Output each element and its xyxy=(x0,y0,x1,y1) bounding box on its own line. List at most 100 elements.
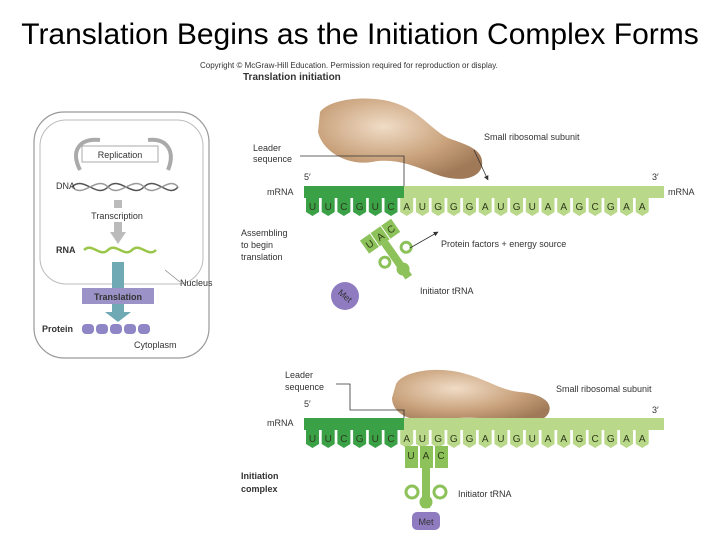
translation-label: Translation xyxy=(94,292,142,302)
initiation-complex-label-1: Initiation xyxy=(241,471,279,481)
rna-strand xyxy=(83,246,157,254)
bottom-base-22 xyxy=(635,430,649,448)
mrna-coding-backbone-top xyxy=(404,186,664,198)
transcription-arrow-head xyxy=(110,232,126,244)
top-base-11 xyxy=(463,198,476,216)
translation-arrow-head xyxy=(105,312,131,322)
bottom-base-letter-5: U xyxy=(372,434,379,445)
replication-arrow-right xyxy=(147,137,173,171)
top-base-19 xyxy=(588,198,602,216)
top-base-letter-6: C xyxy=(387,202,394,213)
leader-bracket-bottom xyxy=(336,383,405,420)
small-subunit-arrow-top xyxy=(473,149,489,181)
top-base-21 xyxy=(620,198,633,216)
top-base-letter-16: A xyxy=(545,202,552,213)
top-base-letter-4: G xyxy=(356,202,364,213)
bottom-base-6 xyxy=(384,430,398,448)
mrna-coding-backbone-bottom xyxy=(404,418,664,430)
top-base-letter-12: A xyxy=(482,202,489,213)
anticodon-bottom-1: U xyxy=(407,451,414,462)
top-panel: Small ribosomal subunit Leader sequence … xyxy=(241,98,695,310)
top-base-15 xyxy=(525,198,539,216)
top-base-5 xyxy=(368,198,382,216)
bottom-base-8 xyxy=(415,430,429,448)
bottom-base-letter-16: A xyxy=(545,434,552,445)
bottom-base-letter-22: A xyxy=(639,434,646,445)
bottom-base-12 xyxy=(478,430,492,448)
replication-arrow-left xyxy=(74,137,101,171)
mrna-label-bottom-left: mRNA xyxy=(267,418,294,428)
bottom-base-13 xyxy=(494,430,508,448)
dna-strand-2 xyxy=(71,182,179,192)
small-ribosomal-subunit-bottom xyxy=(392,369,550,424)
bottom-base-17 xyxy=(557,430,571,448)
protein-factors-arrow xyxy=(409,231,439,249)
mrna-leader-backbone-bottom xyxy=(304,418,404,430)
bottom-base-letter-20: G xyxy=(607,434,615,445)
initiator-trna-label-top: Initiator tRNA xyxy=(420,286,474,296)
bottom-base-letter-3: C xyxy=(340,434,347,445)
copyright-notice: Copyright © McGraw-Hill Education. Permi… xyxy=(200,61,498,70)
top-base-letter-5: U xyxy=(372,202,379,213)
bottom-base-letter-7: A xyxy=(403,434,410,445)
bottom-base-7 xyxy=(400,430,414,448)
anticodon-bottom-2: A xyxy=(423,451,430,462)
transcription-label: Transcription xyxy=(91,211,143,221)
assembling-label-1: Assembling xyxy=(241,228,288,238)
bottom-base-3 xyxy=(337,430,351,448)
cell-outline xyxy=(33,111,210,359)
rna-label: RNA xyxy=(56,245,76,255)
top-base-letter-1: U xyxy=(309,202,316,213)
protein-chain xyxy=(82,324,150,334)
small-subunit-label-bottom: Small ribosomal subunit xyxy=(556,384,652,394)
top-base-9 xyxy=(431,198,445,216)
top-base-4 xyxy=(353,198,367,216)
mrna-leader-backbone-top xyxy=(304,186,404,198)
bottom-base-letter-9: G xyxy=(434,434,442,445)
bottom-base-letter-1: U xyxy=(309,434,316,445)
bottom-base-letter-2: U xyxy=(325,434,332,445)
bottom-base-10 xyxy=(447,430,461,448)
top-base-letter-22: A xyxy=(639,202,646,213)
bottom-base-18 xyxy=(572,430,586,448)
bottom-base-19 xyxy=(588,430,602,448)
five-prime-top: 5′ xyxy=(304,172,311,182)
met-residue-top xyxy=(331,282,359,310)
bottom-base-16 xyxy=(541,430,555,448)
anticodon-bottom-3: C xyxy=(437,451,444,462)
leader-label-top-2: sequence xyxy=(253,154,292,164)
top-base-8 xyxy=(415,198,429,216)
small-ribosomal-subunit-top xyxy=(318,98,483,179)
top-base-letter-18: G xyxy=(576,202,584,213)
bottom-base-letter-6: C xyxy=(387,434,394,445)
top-base-letter-21: A xyxy=(623,202,630,213)
assembling-label-2: to begin xyxy=(241,240,273,250)
top-base-18 xyxy=(572,198,586,216)
top-base-letter-13: U xyxy=(497,202,504,213)
bottom-base-letter-15: U xyxy=(529,434,536,445)
bottom-panel: Small ribosomal subunit Leader sequence … xyxy=(241,369,664,530)
bottom-base-1 xyxy=(306,430,319,448)
bottom-base-letter-21: A xyxy=(623,434,630,445)
top-base-letter-2: U xyxy=(325,202,332,213)
top-base-letter-20: G xyxy=(607,202,615,213)
top-base-2 xyxy=(321,198,335,216)
overview-panel: Replication DNA Transcription RNA Nucleu… xyxy=(33,111,213,359)
leader-label-bottom-2: sequence xyxy=(285,382,324,392)
bottom-base-9 xyxy=(431,430,445,448)
bottom-base-letter-8: U xyxy=(419,434,426,445)
mrna-label-top-right: mRNA xyxy=(668,187,695,197)
translation-box xyxy=(82,288,154,304)
top-base-13 xyxy=(494,198,508,216)
slide-title: Translation Begins as the Initiation Com… xyxy=(21,18,699,51)
leader-bracket-top xyxy=(300,155,405,186)
bottom-base-14 xyxy=(510,430,524,448)
top-base-17 xyxy=(557,198,571,216)
nucleus-label: Nucleus xyxy=(180,278,213,288)
leader-label-top-1: Leader xyxy=(253,143,281,153)
leader-label-bottom-1: Leader xyxy=(285,370,313,380)
top-base-22 xyxy=(635,198,649,216)
replication-box xyxy=(81,145,159,163)
nucleus-leader-line xyxy=(164,269,181,283)
